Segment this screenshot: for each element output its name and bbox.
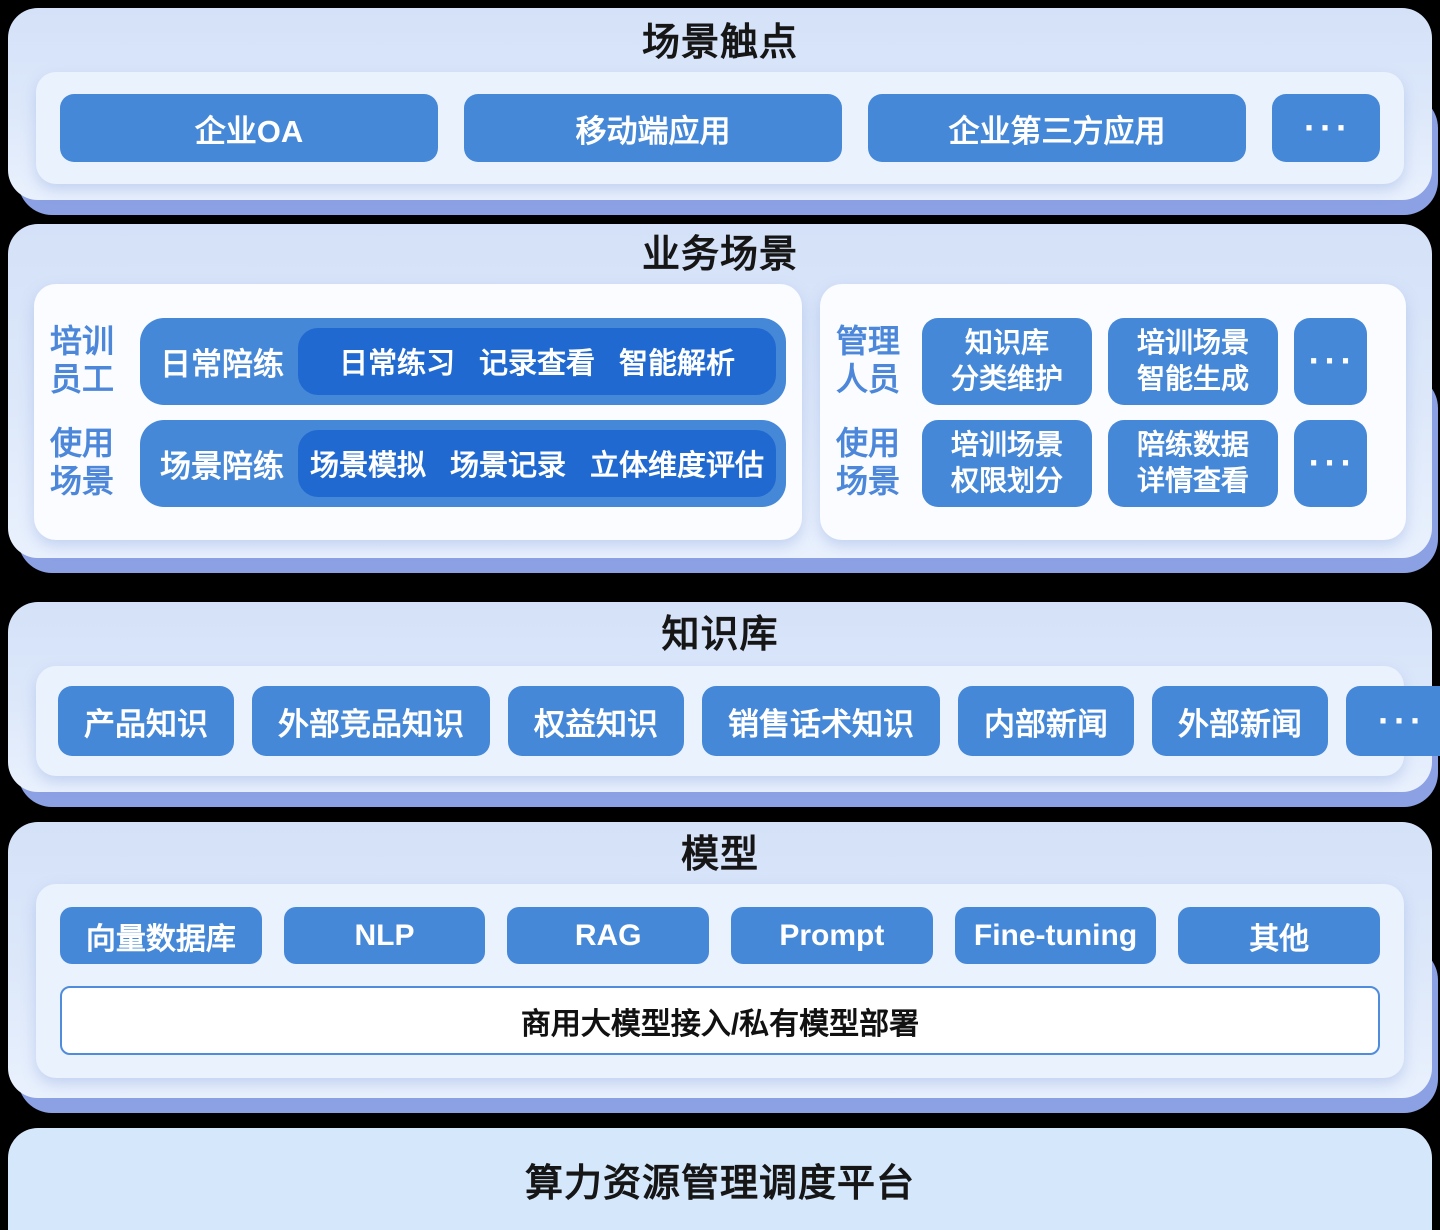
knowledge-button-internal-news[interactable]: 内部新闻 (958, 686, 1134, 756)
knowledge-more-button[interactable]: ··· (1346, 686, 1440, 756)
touchpoint-button-oa[interactable]: 企业OA (60, 94, 438, 162)
pill-label: 场景陪练 (160, 448, 284, 484)
button-line: 详情查看 (1137, 465, 1250, 496)
daily-coaching-items: 日常练习 记录查看 智能解析 (298, 327, 777, 395)
section-business-scenarios: 业务场景 培训 员工 日常陪练 日常练习 记录查看 智能 (8, 224, 1438, 573)
scenario-coaching-row: 使用 场景 场景陪练 场景模拟 场景记录 立体维度评估 (50, 419, 787, 507)
section-title-model: 模型 (680, 834, 759, 876)
row-label-usage2: 使用 场景 (836, 425, 906, 501)
row-label-trainee: 培训 员工 (50, 323, 128, 399)
section-title-business: 业务场景 (641, 234, 798, 276)
permission-division-button[interactable]: 培训场景 权限划分 (922, 419, 1093, 507)
knowledge-button-competitor[interactable]: 外部竞品知识 (252, 686, 490, 756)
model-button-vector-db[interactable]: 向量数据库 (60, 907, 262, 964)
model-deployment-bar: 商用大模型接入/私有模型部署 (60, 986, 1380, 1055)
scenario-coaching-pill[interactable]: 场景陪练 场景模拟 场景记录 立体维度评估 (140, 419, 787, 507)
knowledge-button-product[interactable]: 产品知识 (58, 686, 234, 756)
row-label-line: 使用 (50, 425, 115, 462)
trainee-scenarios-card: 培训 员工 日常陪练 日常练习 记录查看 智能解析 (34, 284, 803, 540)
section-touchpoints-body: 场景触点 企业OA 移动端应用 企业第三方应用 ··· (8, 8, 1432, 200)
model-buttons-row: 向量数据库 NLP RAG Prompt Fine-tuning 其他 (60, 907, 1381, 964)
model-button-finetuning[interactable]: Fine-tuning (954, 907, 1157, 964)
knowledge-button-external-news[interactable]: 外部新闻 (1152, 686, 1328, 756)
admin-usage-row: 使用 场景 培训场景 权限划分 陪练数据 详情查看 ··· (836, 419, 1390, 507)
section-touchpoints: 场景触点 企业OA 移动端应用 企业第三方应用 ··· (8, 8, 1438, 215)
coaching-data-button[interactable]: 陪练数据 详情查看 (1108, 419, 1279, 507)
knowledge-panel: 产品知识 外部竞品知识 权益知识 销售话术知识 内部新闻 外部新闻 ··· (36, 666, 1440, 776)
compute-platform-bar: 算力资源管理调度平台 (8, 1128, 1432, 1230)
button-line: 知识库 (965, 326, 1050, 358)
section-model: 模型 向量数据库 NLP RAG Prompt Fine-tuning 其他 商… (8, 822, 1438, 1113)
row-label-line: 场景 (836, 463, 901, 499)
row-label-admin: 管理 人员 (836, 323, 906, 399)
button-line: 陪练数据 (1137, 428, 1250, 460)
row-label-line: 管理 (836, 323, 901, 360)
row-label-line: 使用 (836, 425, 901, 462)
row-label-line: 培训 (50, 323, 115, 360)
button-line: 培训场景 (951, 428, 1064, 460)
button-line: 培训场景 (1137, 326, 1250, 358)
business-cards: 培训 员工 日常陪练 日常练习 记录查看 智能解析 (34, 284, 1406, 540)
pill-item[interactable]: 记录查看 (479, 348, 596, 380)
admin-usage-more-button[interactable]: ··· (1294, 419, 1368, 507)
section-title-knowledge: 知识库 (661, 614, 779, 656)
section-knowledge-base: 知识库 产品知识 外部竞品知识 权益知识 销售话术知识 内部新闻 外部新闻 ··… (8, 602, 1440, 807)
model-panel: 向量数据库 NLP RAG Prompt Fine-tuning 其他 商用大模… (36, 884, 1404, 1078)
model-button-rag[interactable]: RAG (507, 907, 710, 964)
row-label-usage: 使用 场景 (50, 425, 128, 501)
section-model-body: 模型 向量数据库 NLP RAG Prompt Fine-tuning 其他 商… (8, 822, 1432, 1098)
button-line: 智能生成 (1137, 363, 1250, 394)
touchpoints-more-button[interactable]: ··· (1272, 94, 1380, 162)
section-business-body: 业务场景 培训 员工 日常陪练 日常练习 记录查看 智能 (8, 224, 1432, 558)
daily-coaching-pill[interactable]: 日常陪练 日常练习 记录查看 智能解析 (140, 317, 787, 405)
admin-row: 管理 人员 知识库 分类维护 培训场景 智能生成 ··· (836, 317, 1390, 405)
scenario-coaching-items: 场景模拟 场景记录 立体维度评估 (298, 429, 777, 497)
touchpoints-panel: 企业OA 移动端应用 企业第三方应用 ··· (36, 72, 1404, 184)
kb-maintenance-button[interactable]: 知识库 分类维护 (922, 317, 1093, 405)
pill-item[interactable]: 场景记录 (450, 450, 567, 482)
pill-item[interactable]: 场景模拟 (310, 450, 427, 482)
platform-title: 算力资源管理调度平台 (524, 1162, 915, 1205)
pill-item[interactable]: 智能解析 (619, 348, 736, 380)
model-button-prompt[interactable]: Prompt (731, 907, 933, 964)
pill-item[interactable]: 立体维度评估 (590, 450, 765, 482)
section-knowledge-body: 知识库 产品知识 外部竞品知识 权益知识 销售话术知识 内部新闻 外部新闻 ··… (8, 602, 1440, 792)
model-button-nlp[interactable]: NLP (283, 907, 486, 964)
admin-scenarios-card: 管理 人员 知识库 分类维护 培训场景 智能生成 ··· (820, 284, 1406, 540)
pill-item[interactable]: 日常练习 (339, 348, 456, 380)
row-label-line: 场景 (50, 463, 115, 499)
knowledge-button-benefits[interactable]: 权益知识 (508, 686, 684, 756)
button-line: 权限划分 (951, 465, 1064, 496)
row-label-line: 人员 (836, 361, 901, 397)
knowledge-button-sales-script[interactable]: 销售话术知识 (702, 686, 940, 756)
scenario-generation-button[interactable]: 培训场景 智能生成 (1108, 317, 1279, 405)
pill-label: 日常陪练 (160, 346, 284, 382)
daily-coaching-row: 培训 员工 日常陪练 日常练习 记录查看 智能解析 (50, 317, 787, 405)
button-line: 分类维护 (951, 363, 1064, 394)
row-label-line: 员工 (50, 361, 115, 397)
touchpoint-button-thirdparty[interactable]: 企业第三方应用 (868, 94, 1246, 162)
model-button-other[interactable]: 其他 (1178, 907, 1381, 964)
section-title-touchpoints: 场景触点 (641, 22, 798, 64)
admin-more-button[interactable]: ··· (1294, 317, 1368, 405)
touchpoint-button-mobile[interactable]: 移动端应用 (464, 94, 842, 162)
